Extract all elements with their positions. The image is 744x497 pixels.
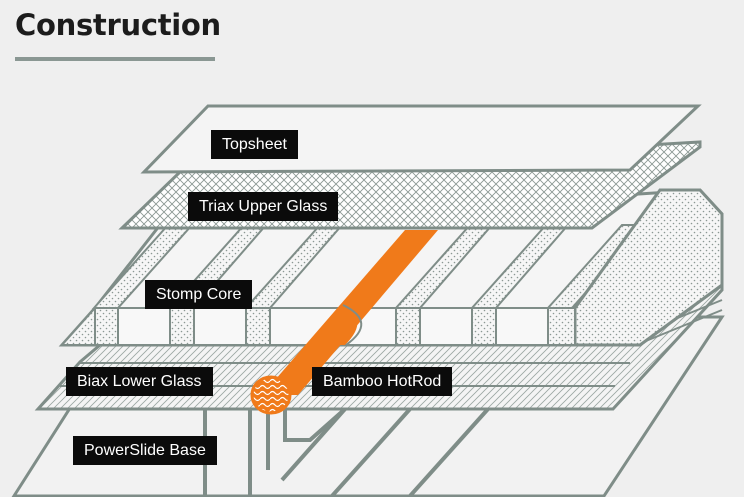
biax-label: Biax Lower Glass	[66, 367, 213, 396]
triax-label: Triax Upper Glass	[188, 192, 339, 221]
hotrod-layer	[250, 230, 438, 415]
core-label: Stomp Core	[145, 280, 253, 309]
heading-underline	[15, 57, 215, 61]
hotrod-label: Bamboo HotRod	[312, 367, 453, 396]
topsheet-label: Topsheet	[211, 130, 298, 159]
base-label: PowerSlide Base	[73, 436, 217, 465]
section-heading: Construction	[15, 8, 221, 42]
